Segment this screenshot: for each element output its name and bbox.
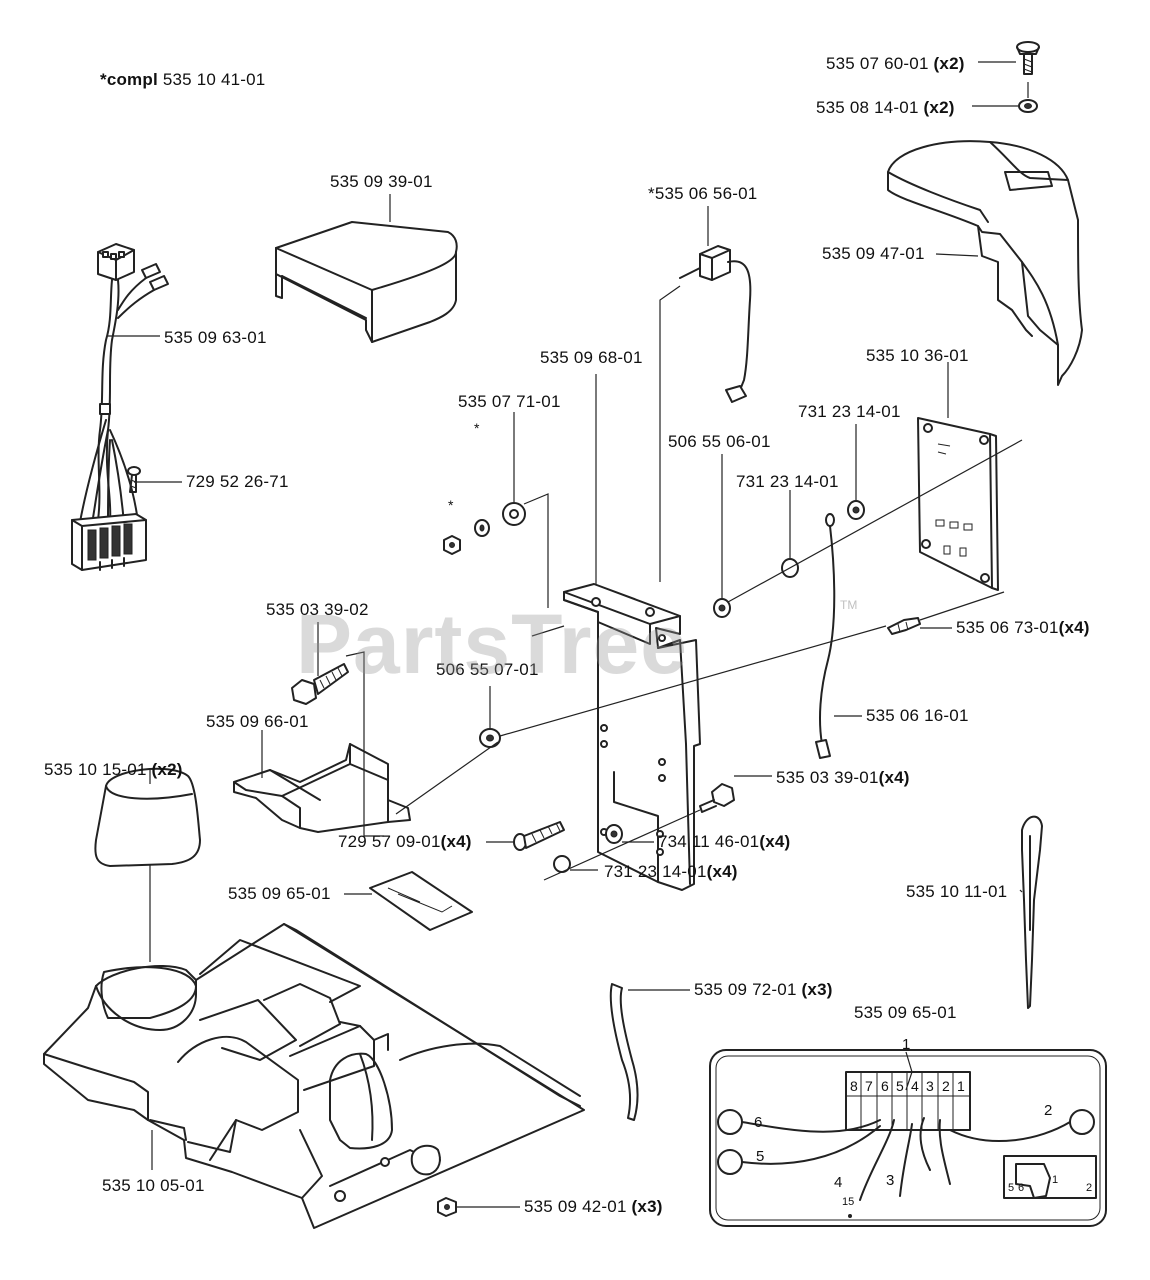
label-switch: *535 06 56-01 — [648, 184, 758, 203]
asterisk-2: * — [448, 497, 454, 513]
wire-callout-2: 2 — [1044, 1102, 1053, 1119]
socket-pin: 1 — [1052, 1174, 1059, 1186]
label-body: 535 10 05-01 — [102, 1176, 205, 1195]
terminal-label: 1 — [957, 1078, 965, 1094]
bolt-left-part — [291, 663, 349, 705]
switch-part — [679, 245, 752, 403]
label-spacer-lower: 506 55 07-01 — [436, 660, 539, 679]
wire-callout-3: 3 — [886, 1172, 895, 1189]
label-washer-bottom: 734 11 46-01(x4) — [658, 832, 791, 851]
holder-part — [233, 743, 411, 833]
label-nut-body: 535 09 42-01 (x3) — [524, 1197, 663, 1216]
label-washer-bottom2: 731 23 14-01(x4) — [604, 862, 738, 881]
label-washer-top: 535 08 14-01 (x2) — [816, 98, 955, 117]
leader-lines — [108, 61, 1023, 1208]
bolt-top-part — [1016, 41, 1040, 75]
label-bolt-right: 535 03 39-01(x4) — [776, 768, 910, 787]
label-bolt-left: 535 03 39-02 — [266, 600, 369, 619]
label-washer-right: 731 23 14-01 — [798, 402, 901, 421]
top-cover-part — [887, 82, 1083, 386]
label-harness: 535 09 63-01 — [164, 328, 267, 347]
label-holder: 535 09 66-01 — [206, 712, 309, 731]
body-part — [43, 923, 585, 1229]
decal-part — [369, 871, 473, 931]
asterisk-1: * — [474, 420, 480, 436]
label-bolt-top: 535 07 60-01 (x2) — [826, 54, 965, 73]
label-nut-washer: 535 07 71-01 — [458, 392, 561, 411]
harness-part — [71, 243, 169, 571]
rod-part — [1021, 815, 1043, 1009]
bracket-part — [563, 583, 701, 891]
washer-large-part — [502, 502, 526, 526]
spacer-lower-part — [479, 728, 501, 748]
label-plate: 535 10 36-01 — [866, 346, 969, 365]
washer-small-part — [474, 519, 490, 537]
watermark-tm: TM — [840, 598, 858, 612]
label-knob: 535 10 15-01 (x2) — [44, 760, 183, 779]
socket-pin: 6 — [1018, 1182, 1025, 1194]
socket-pin: 5 — [1008, 1182, 1015, 1194]
label-screw-plate: 535 06 73-01(x4) — [956, 618, 1090, 637]
wiring-decal-part — [709, 1049, 1107, 1227]
washer-top-part — [1018, 99, 1038, 113]
label-spacer-upper: 506 55 06-01 — [668, 432, 771, 451]
terminal-label: 6 — [881, 1078, 889, 1094]
terminal-label: 8 — [850, 1078, 858, 1094]
label-screw-bottom: 729 57 09-01(x4) — [338, 832, 472, 851]
nut-body-part — [437, 1197, 457, 1217]
washer-right-part — [847, 500, 865, 520]
nut-part — [443, 535, 461, 555]
compl-header: *compl 535 10 41-01 — [100, 70, 266, 89]
terminal-label: 3 — [926, 1078, 934, 1094]
wire-callout-15: 15 — [842, 1196, 855, 1208]
socket-pin: 2 — [1086, 1182, 1093, 1194]
terminal-label: 2 — [942, 1078, 950, 1094]
spacer-upper-part — [713, 598, 731, 618]
screw-plate-part — [887, 617, 921, 635]
label-washer-mid: 731 23 14-01 — [736, 472, 839, 491]
label-top-cover: 535 09 47-01 — [822, 244, 925, 263]
terminal-label: 4 — [911, 1078, 919, 1094]
knob-part — [94, 767, 201, 867]
terminal-label: 7 — [865, 1078, 873, 1094]
terminal-label: 5 — [896, 1078, 904, 1094]
wire-callout-1: 1 — [902, 1036, 911, 1053]
screw-harness-part — [127, 466, 141, 493]
screw-bottom-part — [513, 821, 565, 851]
cover-panel-part — [275, 221, 458, 343]
label-bracket: 535 09 68-01 — [540, 348, 643, 367]
label-screw-harness: 729 52 26-71 — [186, 472, 289, 491]
label-rod: 535 10 11-01 — [906, 882, 1008, 901]
wire-callout-4: 4 — [834, 1174, 843, 1191]
plate-part — [917, 417, 999, 591]
wire-callout-6: 6 — [754, 1114, 763, 1131]
wire-part — [815, 513, 836, 759]
label-hose: 535 09 72-01 (x3) — [694, 980, 833, 999]
hose-part — [609, 983, 639, 1121]
label-decal-wiring: 535 09 65-01 — [854, 1003, 957, 1022]
bolt-right-part — [699, 783, 735, 813]
wire-callout-5: 5 — [756, 1148, 765, 1165]
washer-bottom-part — [605, 824, 623, 844]
label-decal: 535 09 65-01 — [228, 884, 331, 903]
label-wire: 535 06 16-01 — [866, 706, 969, 725]
label-cover-panel: 535 09 39-01 — [330, 172, 433, 191]
watermark: PartsTree — [296, 597, 688, 691]
